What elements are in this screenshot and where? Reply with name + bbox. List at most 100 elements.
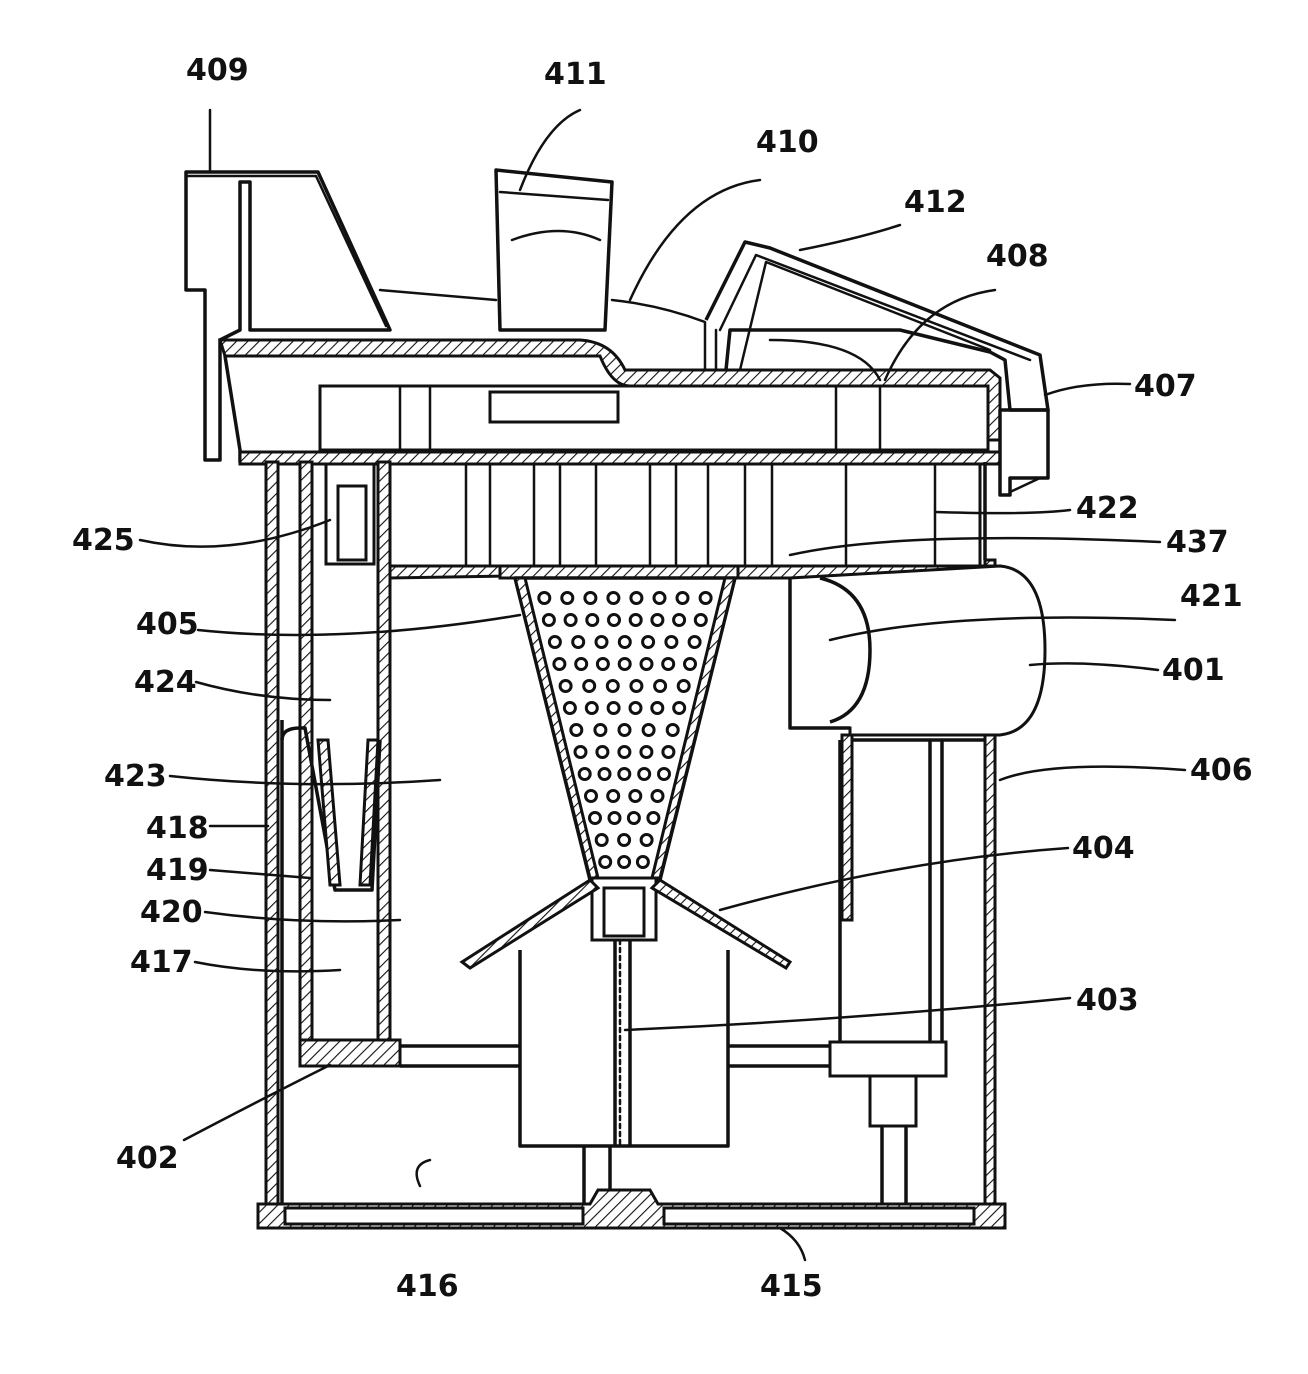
mesh-hole <box>661 657 676 671</box>
inlet-401 <box>728 564 1047 1204</box>
label-401: 401 <box>1162 653 1225 688</box>
label-409: 409 <box>186 53 249 88</box>
mesh-hole <box>597 767 612 781</box>
label-421: 421 <box>1180 579 1243 614</box>
mesh-hole <box>558 679 573 693</box>
mesh-hole <box>607 613 621 627</box>
mesh-hole <box>605 679 620 693</box>
label-425: 425 <box>72 523 135 558</box>
mesh-hole <box>617 855 632 869</box>
cover-slot <box>488 390 620 424</box>
mesh-hole <box>617 745 632 759</box>
mesh-hole <box>637 767 652 781</box>
label-403: 403 <box>1076 983 1139 1018</box>
left-separator <box>280 460 520 1204</box>
leader-lines <box>138 108 1187 1262</box>
skirt-404 <box>459 878 793 1204</box>
mesh-hole <box>583 591 598 605</box>
mesh-hole <box>629 591 644 605</box>
mesh-hole <box>641 723 656 737</box>
mesh-hole <box>594 833 609 847</box>
label-410: 410 <box>756 125 819 160</box>
mesh-hole <box>628 613 643 627</box>
mesh-hole <box>582 679 597 693</box>
mesh-hole <box>672 701 687 715</box>
mesh-hole <box>584 789 598 803</box>
mesh-hole <box>693 613 708 627</box>
label-420: 420 <box>140 895 203 930</box>
mesh-hole <box>584 701 599 715</box>
label-417: 417 <box>130 945 193 980</box>
mesh-hole <box>617 657 632 671</box>
label-437: 437 <box>1166 525 1229 560</box>
cover-inner-chamber <box>318 384 990 452</box>
mesh-hole <box>672 613 687 627</box>
mesh-hole <box>552 657 567 671</box>
label-404: 404 <box>1072 831 1135 866</box>
vane-ring <box>324 462 982 570</box>
mesh-hole <box>617 833 632 847</box>
mesh-hole <box>606 591 621 605</box>
cover-base-plate <box>238 450 1002 466</box>
mesh-hole <box>617 635 632 649</box>
latch-407 <box>998 408 1050 497</box>
mesh-hole <box>571 635 586 649</box>
mesh-hole <box>698 591 713 605</box>
mesh-hole <box>635 855 650 869</box>
label-422: 422 <box>1076 491 1139 526</box>
mesh-hole <box>650 789 665 803</box>
mesh-hole <box>650 613 665 627</box>
cover-assembly <box>184 168 1050 497</box>
mesh-hole <box>606 701 621 715</box>
label-424: 424 <box>134 665 197 700</box>
mesh-hole <box>683 657 697 671</box>
mesh-hole <box>665 723 680 737</box>
mesh-hole <box>652 591 667 605</box>
mesh-hole <box>628 789 643 803</box>
cover-upper-wall <box>217 338 1002 442</box>
mesh-hole <box>563 613 578 627</box>
label-411: 411 <box>544 57 607 92</box>
mesh-hole <box>639 657 654 671</box>
mesh-cone-405 <box>498 564 1002 942</box>
label-415: 415 <box>760 1269 823 1304</box>
mesh-hole <box>639 745 654 759</box>
mesh-hole <box>562 701 577 715</box>
mesh-hole <box>573 745 588 759</box>
mesh-hole <box>607 811 622 825</box>
label-406: 406 <box>1190 753 1253 788</box>
mesh-hole <box>560 591 575 605</box>
mesh-hole <box>646 811 661 825</box>
mesh-hole <box>574 657 589 671</box>
mesh-hole <box>629 679 644 693</box>
label-405: 405 <box>136 607 199 642</box>
nozzle-411 <box>494 168 614 332</box>
mesh-hole <box>628 701 643 715</box>
mesh-hole <box>687 635 702 649</box>
mesh-hole <box>676 679 691 693</box>
mesh-hole <box>577 767 592 781</box>
mesh-hole <box>661 745 676 759</box>
mesh-hole <box>641 635 656 649</box>
mesh-hole <box>547 635 562 649</box>
mesh-hole <box>588 811 602 825</box>
mesh-hole <box>653 679 668 693</box>
mesh-hole <box>598 855 613 869</box>
mesh-hole <box>650 701 665 715</box>
mesh-hole <box>595 657 610 671</box>
mesh-hole <box>569 723 584 737</box>
mesh-hole <box>541 613 556 627</box>
mesh-hole <box>617 723 632 737</box>
mesh-hole <box>657 767 671 781</box>
handle-409 <box>184 170 392 462</box>
dust-body-406 <box>256 460 1007 1230</box>
reference-labels: 409 411 410 412 408 407 422 437 425 421 … <box>72 53 1253 1304</box>
label-418: 418 <box>146 811 209 846</box>
vane-chamber <box>378 462 982 570</box>
mesh-hole <box>595 745 610 759</box>
mesh-hole <box>593 723 608 737</box>
label-423: 423 <box>104 759 167 794</box>
plate-402 <box>298 1038 402 1068</box>
mesh-hole <box>675 591 690 605</box>
